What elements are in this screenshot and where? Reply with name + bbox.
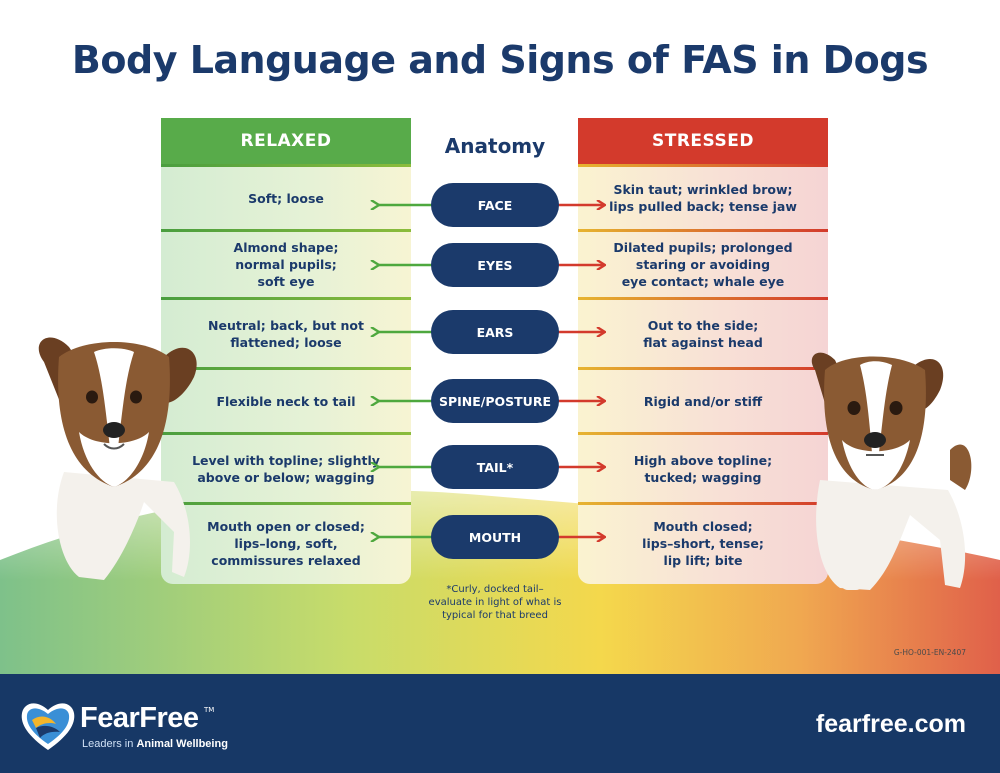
- website-link[interactable]: fearfree.com: [815, 710, 966, 738]
- relaxed-mouth: Mouth open or closed;lips–long, soft,com…: [207, 518, 365, 568]
- tail-footnote: *Curly, docked tail–evaluate in light of…: [428, 584, 562, 621]
- trademark: TM: [204, 706, 215, 714]
- divider: [161, 229, 411, 232]
- page-title: Body Language and Signs of FAS in Dogs: [71, 38, 929, 82]
- fear-free-heart-logo-icon: [21, 703, 75, 750]
- stressed-column: STRESSED Skin taut; wrinkled brow;lips p…: [578, 118, 828, 584]
- anatomy-header: Anatomy: [444, 134, 546, 158]
- stressed-header: STRESSED: [578, 118, 828, 164]
- divider: [161, 367, 411, 370]
- anatomy-spine-pill: SPINE/POSTURE: [431, 379, 559, 423]
- anatomy-tail-pill: TAIL*: [431, 445, 559, 489]
- dog-illustration: [38, 337, 197, 580]
- document-code: G-HO-001-EN-2407: [893, 648, 966, 657]
- divider: [578, 432, 828, 435]
- divider: [578, 229, 828, 232]
- footer: FearFree TM Leaders in Animal Wellbeing …: [0, 674, 1000, 773]
- divider: [161, 164, 411, 167]
- divider: [578, 164, 828, 167]
- relaxed-header: RELAXED: [161, 118, 411, 164]
- brand-name: FearFree: [80, 702, 199, 734]
- stressed-face: Skin taut; wrinkled brow;lips pulled bac…: [609, 182, 797, 214]
- divider: [161, 502, 411, 505]
- relaxed-eyes: Almond shape;normal pupils;soft eye: [233, 240, 339, 289]
- relaxed-spine: Flexible neck to tail: [216, 393, 356, 409]
- stressed-mouth: Mouth closed;lips–short, tense;lip lift;…: [642, 518, 764, 568]
- divider: [578, 367, 828, 370]
- stressed-tail: High above topline;tucked; wagging: [633, 452, 773, 485]
- divider: [578, 502, 828, 505]
- anatomy-ears-pill: EARS: [431, 310, 559, 354]
- stressed-spine: Rigid and/or stiff: [643, 393, 763, 409]
- stressed-ears: Out to the side;flat against head: [643, 317, 763, 350]
- dog-illustration: [811, 352, 972, 590]
- relaxed-face: Soft; loose: [248, 190, 324, 206]
- anatomy-eyes-pill: EYES: [431, 243, 559, 287]
- anatomy-mouth-pill: MOUTH: [431, 515, 559, 559]
- brand-tagline: Leaders in Animal Wellbeing: [82, 738, 228, 750]
- anatomy-face-pill: FACE: [431, 183, 559, 227]
- divider: [578, 297, 828, 300]
- relaxed-column: RELAXED Soft; loose Almond shape;normal …: [161, 118, 411, 584]
- divider: [161, 432, 411, 435]
- divider: [161, 297, 411, 300]
